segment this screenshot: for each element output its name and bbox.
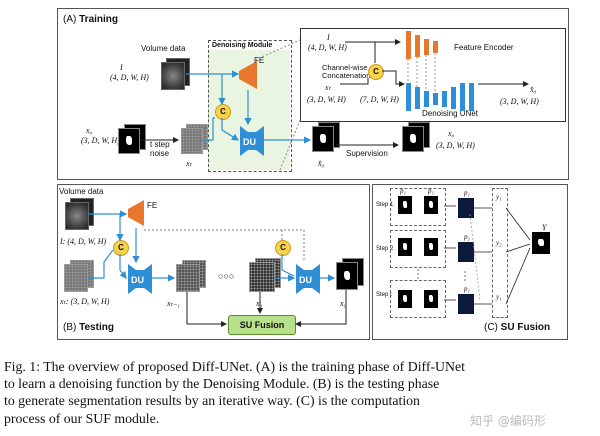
step-1-label: Step 1 [376, 202, 394, 208]
volume-image-front [161, 62, 185, 90]
feature-encoder-label: Feature Encoder [454, 43, 514, 52]
x1-image [249, 262, 275, 292]
testing-title: (B) Testing [63, 322, 114, 333]
fe-label-A: FE [254, 56, 265, 65]
xt-line-B: xₜ: (3, D, W, H) [60, 297, 110, 306]
x0-mask-B [336, 262, 358, 290]
step-group-t [390, 280, 446, 318]
fe-block-B [128, 200, 144, 226]
volume-data-label: Volume data [141, 44, 186, 53]
inset-I-symbol: I [327, 33, 330, 42]
denoising-unet-label: Denoising UNet [422, 109, 479, 118]
du-label-A: DU [243, 137, 256, 147]
fused-output-label: Y [542, 223, 547, 232]
y-label-2: y₂ [496, 239, 502, 247]
inset-concat-shape: (7, D, W, H) [360, 95, 399, 104]
testing-panel [57, 184, 370, 340]
p-mid-1: p₁ [464, 189, 470, 197]
volume-image-B [65, 202, 89, 230]
fe-block-A [239, 61, 257, 89]
watermark: 知乎 @编码形 [470, 414, 546, 428]
concat-circle-A: C [215, 104, 231, 120]
supervision-label: Supervision [346, 149, 388, 158]
I-line-B: I: (4, D, W, H) [60, 237, 107, 246]
feature-encoder-bars [406, 31, 438, 59]
inset-out-shape: (3, D, W, H) [500, 97, 539, 106]
xt-noisy-A [181, 128, 203, 154]
step2-mask-a [398, 238, 412, 256]
I-shape: (4, D, W, H) [110, 73, 149, 82]
y-label-1: y₁ [496, 193, 502, 201]
training-title: (A) Training [63, 14, 119, 25]
x0-shape-A: (3, D, W, H) [81, 136, 120, 145]
step1-mask-a [398, 196, 412, 214]
figure-caption: Fig. 1: The overview of proposed Diff-UN… [4, 358, 596, 427]
inset-I-shape: (4, D, W, H) [308, 43, 347, 52]
t-step-noise-label: t step noise [150, 140, 170, 158]
channel-concat-label: Channel-wise Concatenation [322, 63, 371, 81]
denoising-module-box [208, 40, 292, 172]
xt1-symbol: xₜ₋₁ [167, 299, 180, 308]
x0-right-symbol: x₀ [448, 129, 455, 138]
x1-symbol: x₁ [256, 299, 263, 308]
caption-line-3: to generate segmentation results by an i… [4, 393, 420, 409]
x0-symbol-A: x₀ [86, 126, 93, 135]
inset-xt-symbol: xₜ [325, 83, 331, 92]
inset-out-symbol: x̂₀ [530, 85, 537, 94]
p-label-1: p̂₁ [400, 187, 406, 195]
stept-mask-a [398, 290, 412, 308]
weight-column [492, 188, 508, 318]
caption-line-4: process of our SUF module. [4, 410, 160, 426]
fused-output-mask [532, 232, 550, 254]
x0hat-symbol: x̂₀ [318, 159, 325, 168]
x0-symbol-B: x₀ [340, 299, 347, 308]
concat-circle-inset: C [368, 64, 384, 80]
du-label-B1: DU [131, 275, 144, 285]
uncertainty-2 [458, 242, 474, 262]
unet-bars [406, 83, 474, 111]
p-mid-t: p₁ [464, 285, 470, 293]
inset-network-blocks [406, 31, 474, 111]
x0-right-mask [402, 126, 424, 152]
xt-symbol-A: xₜ [186, 159, 192, 168]
volume-data-label-B: Volume data [59, 187, 104, 196]
xt1-image [176, 264, 200, 292]
du-block-B1 [128, 264, 152, 294]
uncertainty-t [458, 294, 474, 314]
du-label-B2: DU [299, 275, 312, 285]
I-symbol: I [120, 63, 123, 72]
uncertainty-1 [458, 198, 474, 218]
denoising-module-label: Denoising Module [212, 42, 273, 49]
x0-mask-A [118, 128, 140, 154]
du-block-B2 [296, 264, 320, 294]
step1-mask-b [424, 196, 438, 214]
inset-xt-shape: (3, D, W, H) [307, 95, 346, 104]
p-label-2: p̂₁ [428, 187, 434, 195]
iteration-dots: ○○○ [218, 271, 235, 281]
x0-right-shape: (3, D, W, H) [436, 141, 475, 150]
step-group-2 [390, 230, 446, 268]
step-group-1 [390, 188, 446, 226]
du-block-A [240, 126, 264, 156]
step2-mask-b [424, 238, 438, 256]
caption-line-1: Fig. 1: The overview of proposed Diff-UN… [4, 359, 465, 374]
xt-noisy-B [64, 264, 88, 292]
fe-label-B: FE [147, 201, 158, 210]
p-mid-2: p₂ [464, 233, 470, 241]
y-label-t: y₁ [496, 293, 502, 301]
su-fusion-title: (C) SU Fusion [484, 322, 551, 333]
step-t-label: Step t [376, 292, 392, 298]
stept-mask-b [424, 290, 438, 308]
x0hat-mask [312, 126, 334, 152]
step-2-label: Step 2 [376, 246, 394, 252]
caption-line-2: to learn a denoising function by the Den… [4, 376, 440, 392]
concat-circle-B2: C [275, 240, 291, 256]
